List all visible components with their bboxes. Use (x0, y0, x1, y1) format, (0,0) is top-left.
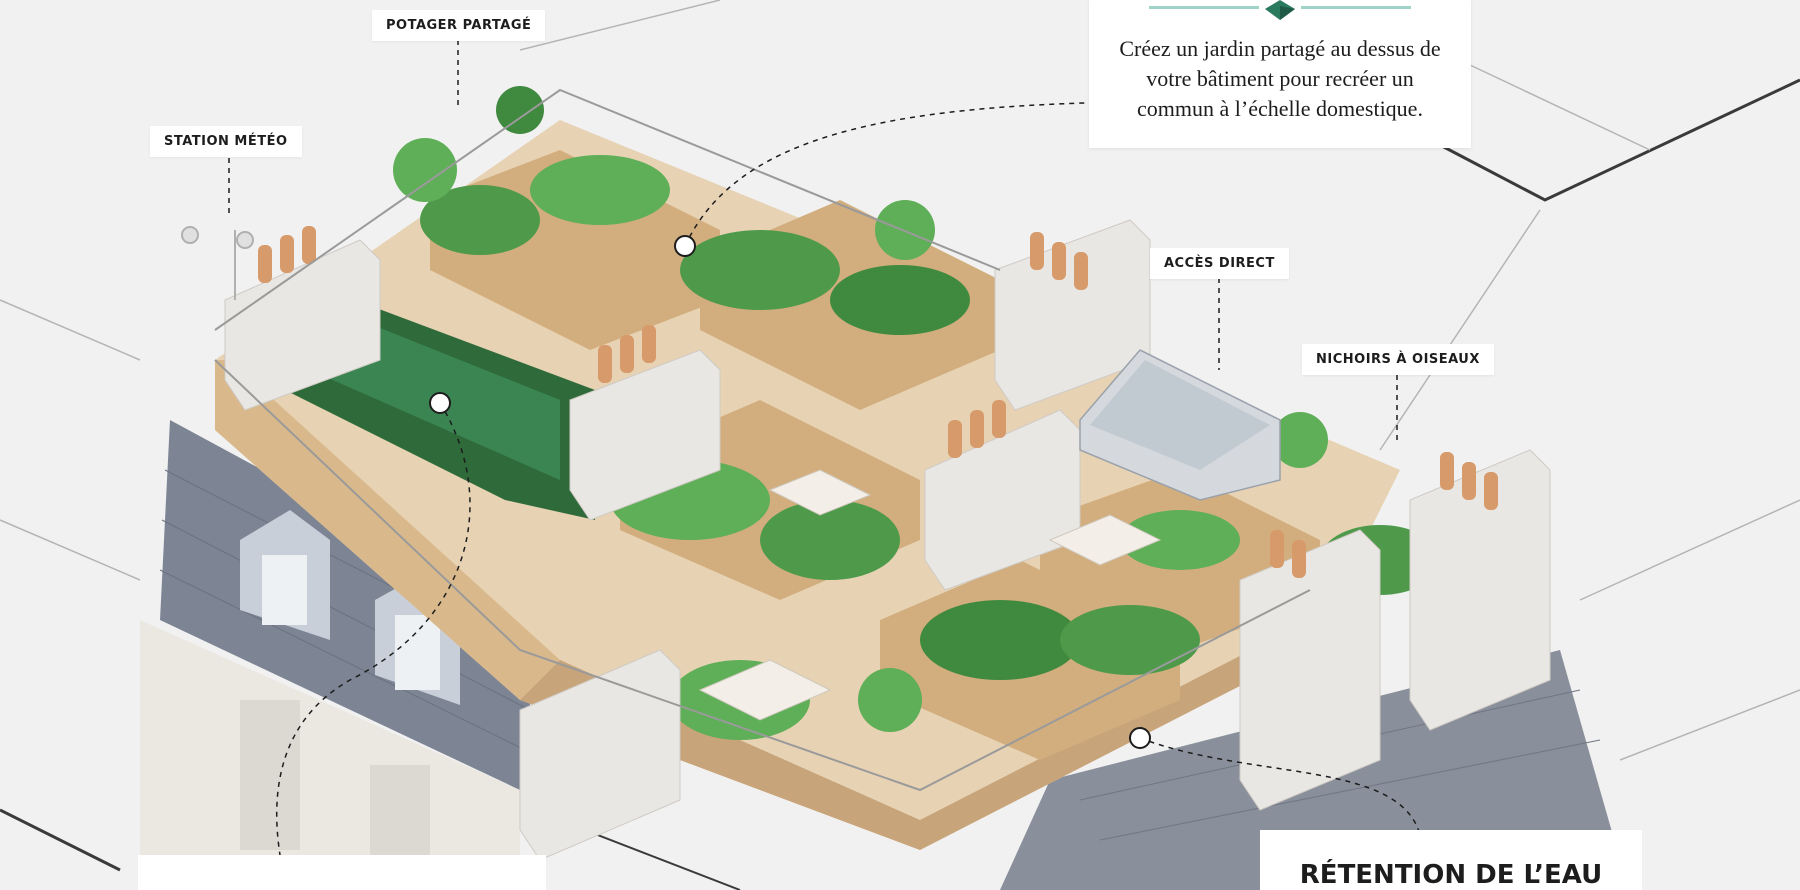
callout-text: Créez un jardin partagé au dessus de vot… (1119, 36, 1441, 121)
roof-access-hatch (1079, 349, 1281, 501)
callout-rule-right (1301, 6, 1411, 9)
building-facade (140, 420, 540, 890)
callout-rule-left (1149, 6, 1259, 9)
label-nichoirs-oiseaux: NICHOIRS À OISEAUX (1302, 344, 1494, 375)
label-potager-partage: POTAGER PARTAGÉ (372, 10, 546, 41)
dormer-window (240, 510, 330, 640)
label-retention-eau: RÉTENTION DE L’EAU (1260, 830, 1642, 890)
tables (698, 469, 1162, 721)
leader-lines (228, 40, 1421, 856)
label-station-meteo: STATION MÉTÉO (150, 126, 302, 157)
intro-callout: Créez un jardin partagé au dessus de vot… (1089, 0, 1471, 148)
weather-station (181, 226, 254, 300)
chimney-pots (258, 226, 1498, 578)
bottom-label-box (138, 855, 546, 890)
markers (429, 235, 1151, 749)
label-acces-direct: ACCÈS DIRECT (1150, 248, 1289, 279)
railings (214, 88, 1311, 792)
logo-icon (1265, 0, 1295, 20)
